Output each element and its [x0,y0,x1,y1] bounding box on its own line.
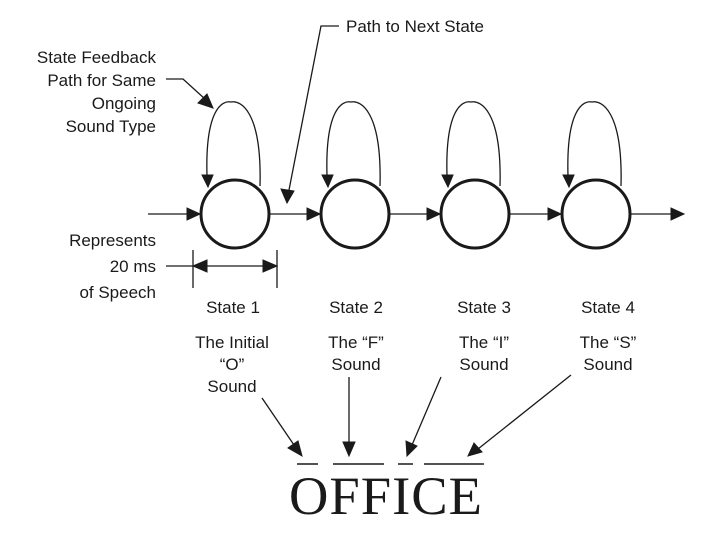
state-3-node [439,178,511,250]
pointer-arrowhead-i [405,440,418,458]
state-1-sound-line-1: The Initial [195,333,269,352]
state-3-sound-line-1: The “I” [459,333,509,352]
state-chain [148,207,686,221]
duration-label-line-3: of Speech [79,283,156,302]
duration-right-arrowhead [262,259,279,273]
feedback-label-line-2: Path for Same [47,71,156,90]
transition-arrowhead-3-4 [547,207,563,221]
state-4-node [560,178,632,250]
state-1-label: State 1 [206,298,260,317]
feedback-label-line-4: Sound Type [66,117,156,136]
letter-pointers [261,374,572,458]
state-3-sound-line-2: Sound [459,355,508,374]
self-loop-arrowhead-state-3 [441,174,454,189]
pointer-arrowhead-f [342,441,356,458]
self-loop-arrowhead-state-4 [562,174,575,189]
duration-annotation: Represents 20 ms of Speech [69,231,279,302]
next-state-label: Path to Next State [346,17,484,36]
state-2-sound-line-1: The “F” [328,333,384,352]
pointer-arrowhead-o [287,440,303,458]
self-loops [201,101,622,189]
pointer-arrowhead-s [467,442,483,457]
pointer-line-s [477,374,572,450]
state-1-node [199,178,271,250]
duration-left-arrowhead [191,259,208,273]
input-arrowhead [186,207,202,221]
pointer-line-o [261,397,295,446]
feedback-label-line-1: State Feedback [37,48,157,67]
feedback-path-callout: State Feedback Path for Same Ongoing Sou… [37,48,214,136]
self-loop-state-2 [326,101,381,187]
pointer-line-i [411,376,442,446]
duration-label-line-2: 20 ms [110,257,156,276]
state-3-label: State 3 [457,298,511,317]
feedback-leader-arrowhead [197,93,214,109]
state-labels: State 1 The Initial “O” Sound State 2 Th… [195,298,637,396]
next-state-callout: Path to Next State [280,17,484,205]
state-1-sound-line-3: Sound [207,377,256,396]
self-loop-state-3 [446,101,501,187]
self-loop-state-1 [206,101,261,187]
state-4-sound-line-2: Sound [583,355,632,374]
transition-arrowhead-1-2 [306,207,322,221]
state-2-label: State 2 [329,298,383,317]
next-state-leader-arrowhead [280,188,295,205]
state-4-sound-line-1: The “S” [580,333,637,352]
word-office: OFFICE [289,466,483,526]
state-4-label: State 4 [581,298,635,317]
self-loop-arrowhead-state-2 [321,174,334,189]
feedback-label-line-3: Ongoing [92,94,156,113]
self-loop-state-4 [567,101,622,187]
next-state-leader-line [288,25,339,191]
self-loop-arrowhead-state-1 [201,174,214,189]
feedback-leader-line [166,78,206,100]
output-arrowhead [670,207,686,221]
state-2-sound-line-2: Sound [331,355,380,374]
transition-arrowhead-2-3 [426,207,442,221]
state-2-node [319,178,391,250]
state-1-sound-line-2: “O” [220,355,245,374]
duration-label-line-1: Represents [69,231,156,250]
